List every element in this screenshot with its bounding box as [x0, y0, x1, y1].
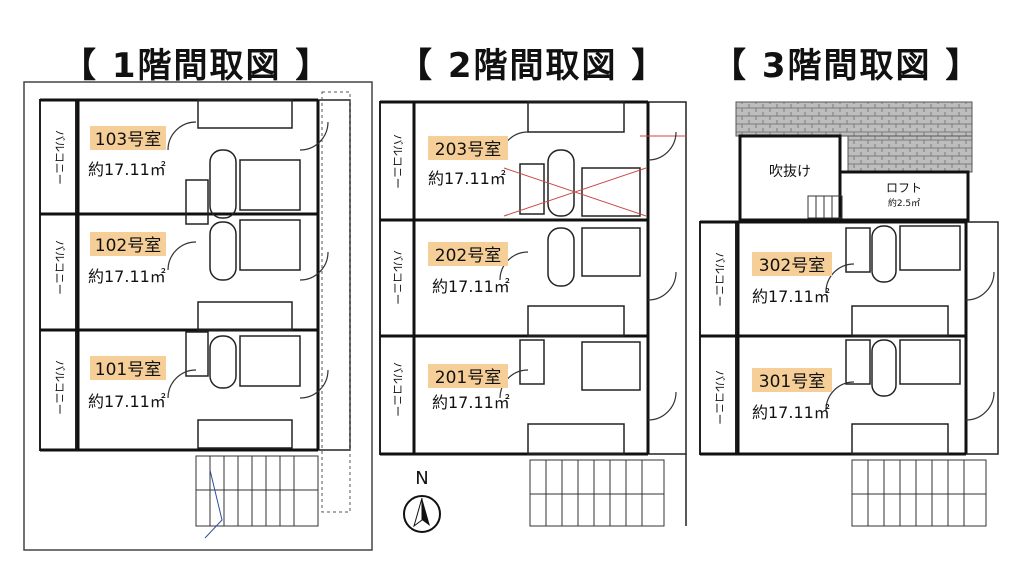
unit-302: 302号室 約17.11㎡ — [752, 252, 832, 306]
unit-201: 201号室 約17.11㎡ — [428, 364, 510, 412]
room-label: 201号室 — [435, 368, 501, 388]
room-area: 約17.11㎡ — [88, 267, 166, 286]
room-area: 約17.11㎡ — [88, 392, 166, 411]
stairs-icon — [195, 455, 319, 527]
balcony-label: バルコニー — [713, 370, 726, 425]
loft-area: 約2.5㎡ — [888, 197, 920, 209]
compass-north-label: N — [415, 468, 428, 489]
room-label: 102号室 — [95, 236, 161, 256]
floor-1-title: 【 1階間取図 】 — [62, 46, 332, 86]
stairs-icon — [807, 195, 987, 527]
unit-101: 101号室 約17.11㎡ — [88, 356, 166, 411]
unit-301: 301号室 約17.11㎡ — [752, 368, 832, 422]
unit-103: 103号室 約17.11㎡ — [88, 126, 166, 179]
unit-102: 102号室 約17.11㎡ — [88, 232, 166, 286]
room-label: 103号室 — [95, 130, 161, 150]
fukinuke-label: 吹抜け — [769, 164, 811, 180]
balcony-label: バルコニー — [53, 130, 66, 185]
floor-2-plan — [379, 100, 687, 533]
floor-3-title: 【 3階間取図 】 — [712, 46, 982, 86]
room-label: 101号室 — [95, 360, 161, 380]
compass-icon — [403, 495, 441, 533]
balcony-label: バルコニー — [713, 252, 726, 307]
balcony-label: バルコニー — [391, 362, 404, 417]
room-area: 約17.11㎡ — [752, 287, 830, 306]
room-label: 203号室 — [435, 140, 501, 160]
room-area: 約17.11㎡ — [88, 160, 166, 179]
balcony-label: バルコニー — [53, 360, 66, 415]
room-label: 301号室 — [759, 372, 825, 392]
stairs-icon — [529, 459, 665, 527]
floor-2-title: 【 2階間取図 】 — [398, 46, 668, 86]
room-label: 302号室 — [759, 256, 825, 276]
room-label: 202号室 — [435, 246, 501, 266]
room-area: 約17.11㎡ — [752, 403, 830, 422]
room-area: 約17.11㎡ — [432, 277, 510, 296]
floor-3-plan — [699, 101, 999, 527]
balcony-label: バルコニー — [391, 134, 404, 189]
room-area: 約17.11㎡ — [432, 393, 510, 412]
room-area: 約17.11㎡ — [428, 169, 506, 188]
unit-203: 203号室 約17.11㎡ — [428, 136, 508, 188]
loft-label: ロフト — [886, 181, 922, 195]
balcony-label: バルコニー — [391, 250, 404, 305]
unit-202: 202号室 約17.11㎡ — [428, 242, 510, 296]
floor-1-plan — [23, 81, 373, 551]
balcony-label: バルコニー — [53, 240, 66, 295]
